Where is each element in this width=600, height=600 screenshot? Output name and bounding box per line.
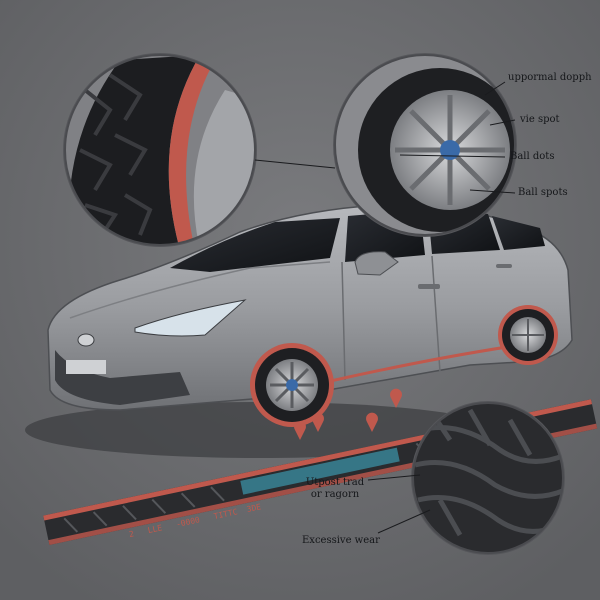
- label-uneven-tread-line2: or ragorn: [310, 489, 360, 500]
- label-uneven-tread: Utpost trad or ragorn: [300, 477, 370, 501]
- tread-closeup-left: [63, 53, 257, 247]
- label-uppermal-depth: uppormal dopph: [508, 72, 592, 83]
- label-excessive-wear: Excessive wear: [302, 535, 380, 546]
- front-wheel: [250, 343, 334, 427]
- tread-closeup-bottom: [411, 401, 565, 555]
- label-vie-spot: vie spot: [520, 114, 560, 125]
- label-ball-spots: Ball spots: [518, 187, 568, 198]
- car: [47, 203, 573, 427]
- rear-wheel: [498, 305, 558, 365]
- tread-closeup-right: [333, 53, 517, 237]
- label-ball-dots: Ball dots: [510, 151, 555, 162]
- label-uneven-tread-line1: Utpost trad: [305, 477, 365, 488]
